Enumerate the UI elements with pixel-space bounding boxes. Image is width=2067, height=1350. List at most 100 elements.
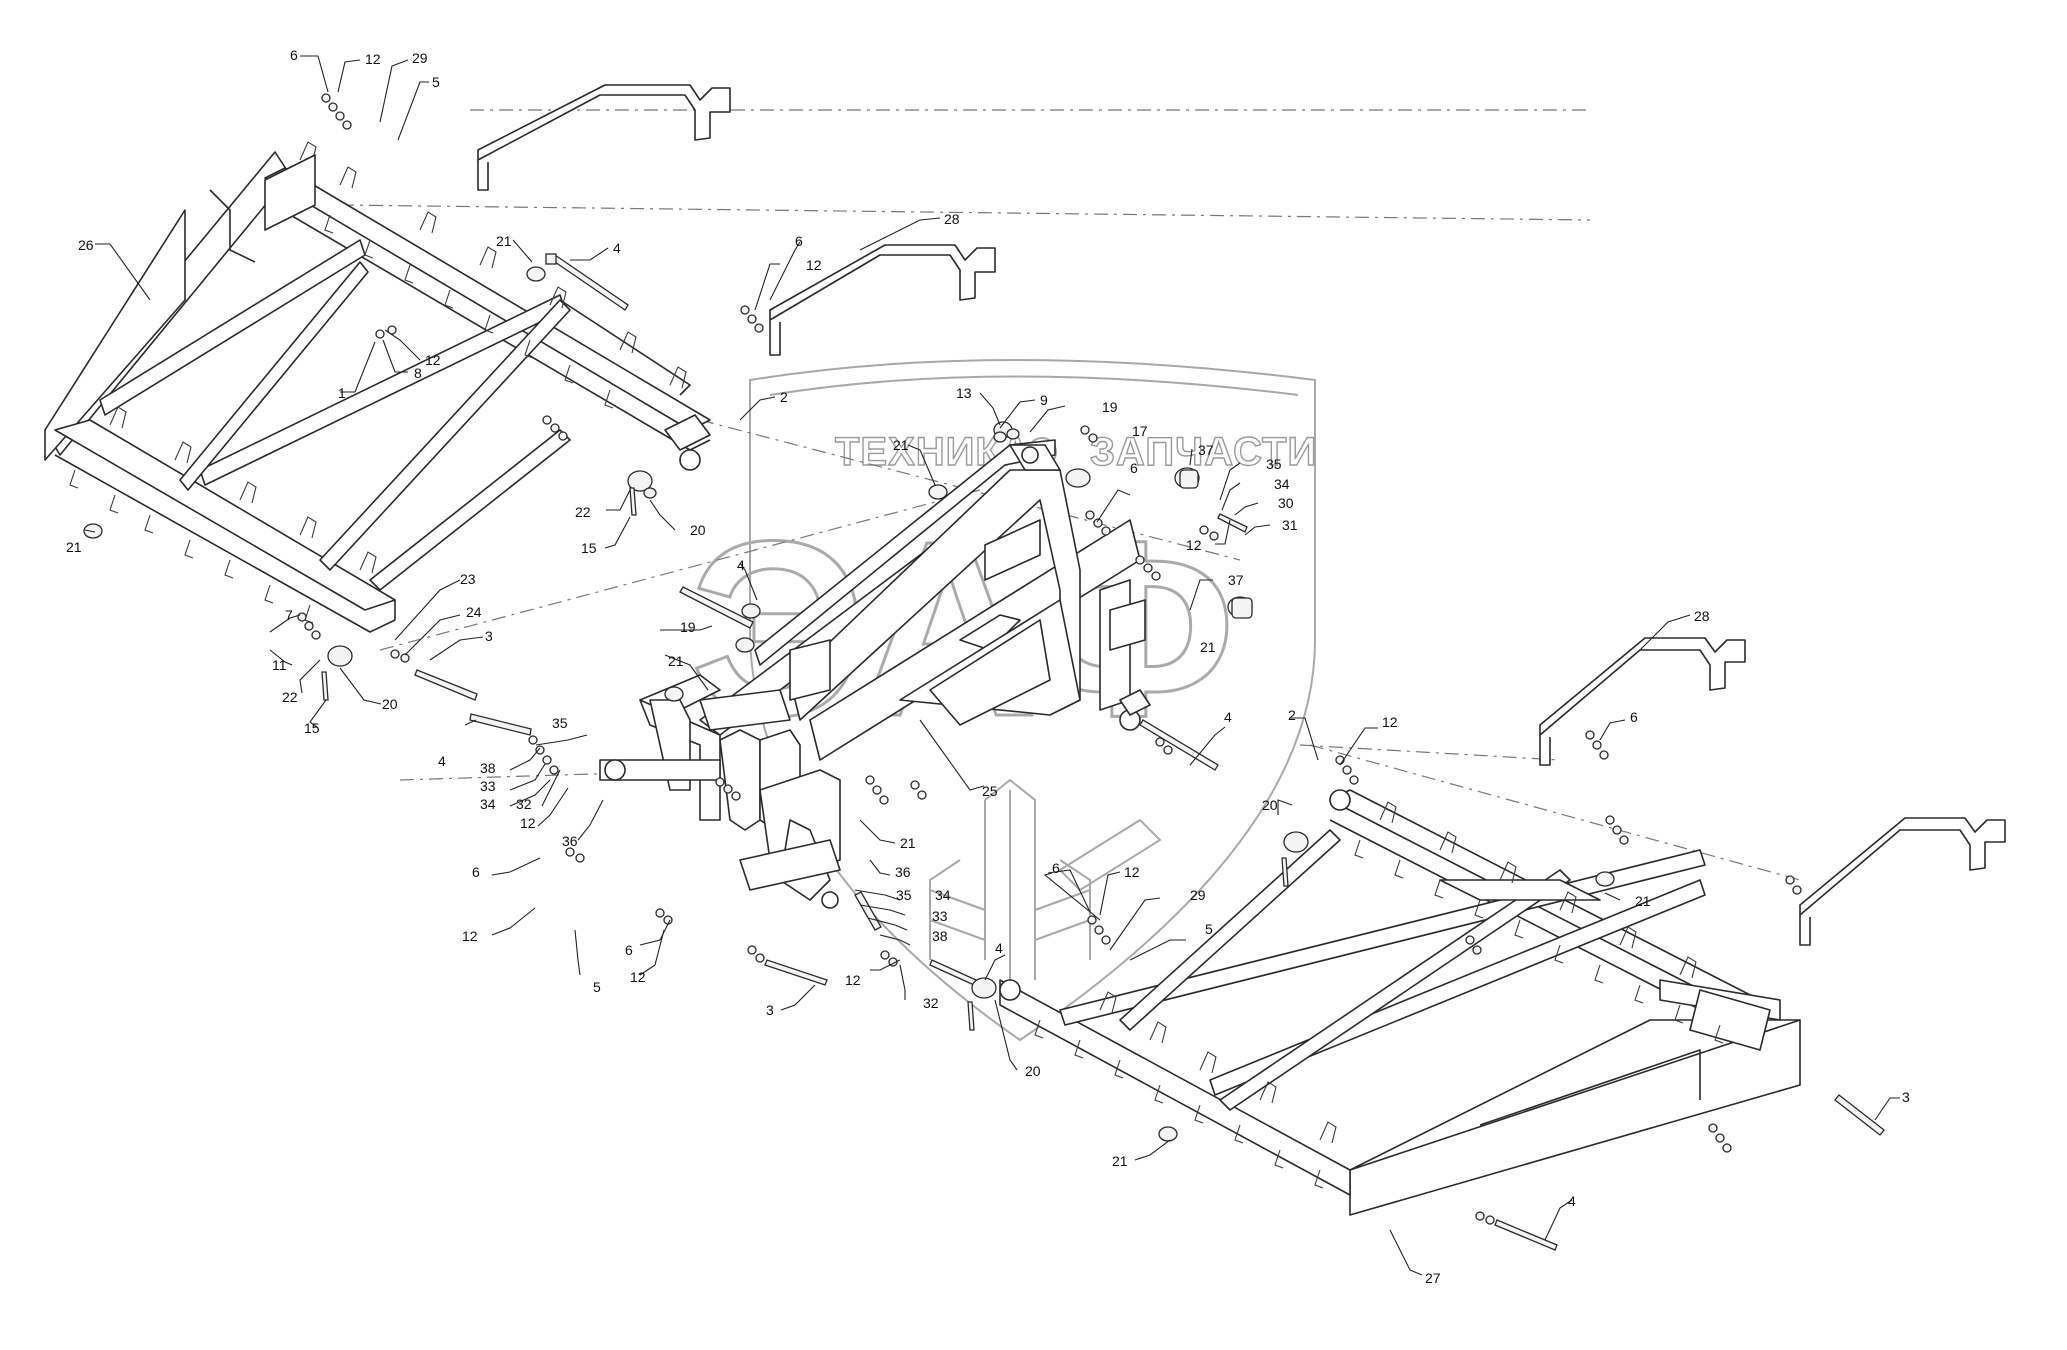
- callout-9: 9: [1040, 392, 1048, 408]
- callout-8: 8: [414, 365, 422, 381]
- callout-21: 21: [1112, 1153, 1128, 1169]
- left-frame-section: [44, 141, 711, 633]
- callout-21: 21: [900, 835, 916, 851]
- callout-21: 21: [1200, 639, 1216, 655]
- callout-31: 31: [1282, 517, 1298, 533]
- callout-35: 35: [552, 715, 568, 731]
- callout-12: 12: [630, 969, 646, 985]
- callout-11: 11: [272, 657, 287, 673]
- callout-32: 32: [516, 796, 532, 812]
- callout-20: 20: [1025, 1063, 1041, 1079]
- callout-33: 33: [932, 908, 948, 924]
- right-bracket-lower: [1799, 817, 2006, 946]
- callout-38: 38: [480, 760, 496, 776]
- callout-5: 5: [432, 74, 440, 90]
- callout-20: 20: [690, 522, 706, 538]
- callout-12: 12: [806, 257, 822, 273]
- hardware-parts: [83, 93, 1885, 1251]
- callout-15: 15: [304, 720, 320, 736]
- callout-21: 21: [668, 653, 684, 669]
- callout-12: 12: [462, 928, 478, 944]
- callout-4: 4: [1224, 709, 1232, 725]
- callout-12: 12: [365, 51, 381, 67]
- left-frame-tines: [69, 141, 687, 624]
- callout-27: 27: [1425, 1270, 1441, 1286]
- callout-3: 3: [766, 1002, 774, 1018]
- callout-30: 30: [1278, 495, 1294, 511]
- callout-20: 20: [1262, 797, 1278, 813]
- callout-4: 4: [613, 240, 621, 256]
- callout-6: 6: [472, 864, 480, 880]
- callout-19: 19: [1102, 399, 1118, 415]
- callout-6: 6: [1130, 460, 1138, 476]
- callout-12: 12: [425, 352, 441, 368]
- callout-23: 23: [460, 571, 476, 587]
- callout-20: 20: [382, 696, 398, 712]
- callout-37: 37: [1228, 572, 1244, 588]
- callout-3: 3: [485, 628, 493, 644]
- callout-28: 28: [1694, 608, 1710, 624]
- right-bracket-upper: [1539, 637, 1746, 766]
- callout-4: 4: [438, 753, 446, 769]
- watermark-right-word: ЗАПЧАСТИ: [1090, 430, 1317, 474]
- callout-15: 15: [581, 540, 597, 556]
- callout-38: 38: [932, 928, 948, 944]
- callout-labels: 6 12 29 5 26 21 4 6 12 28 12 1 8 2 13 9 …: [66, 47, 1910, 1286]
- callout-35: 35: [1266, 456, 1282, 472]
- callout-5: 5: [593, 979, 601, 995]
- watermark-wheat-icon: [929, 778, 1162, 990]
- callout-34: 34: [935, 887, 951, 903]
- left-frame-side-plate: [44, 209, 186, 461]
- leader-lines: [84, 55, 1900, 1276]
- callout-34: 34: [1274, 476, 1290, 492]
- center-hitch-frame: [599, 439, 1151, 909]
- callout-21: 21: [496, 233, 512, 249]
- callout-21: 21: [66, 539, 82, 555]
- top-bracket-upper: [477, 84, 731, 191]
- callout-4: 4: [995, 940, 1003, 956]
- callout-4: 4: [1568, 1193, 1576, 1209]
- callout-34: 34: [480, 796, 496, 812]
- callout-12: 12: [1186, 537, 1202, 553]
- right-frame-section: [999, 789, 1801, 1216]
- callout-7: 7: [285, 607, 293, 623]
- callout-36: 36: [562, 833, 578, 849]
- callout-35: 35: [896, 887, 912, 903]
- callout-12: 12: [1382, 714, 1398, 730]
- callout-5: 5: [1205, 921, 1213, 937]
- callout-21: 21: [893, 437, 909, 453]
- callout-12: 12: [520, 815, 536, 831]
- callout-29: 29: [412, 50, 428, 66]
- top-bracket-middle: [769, 244, 996, 356]
- callout-12: 12: [1124, 864, 1140, 880]
- callout-6: 6: [1630, 709, 1638, 725]
- left-frame-front-beam: [54, 419, 396, 611]
- right-frame-end-panel: [1349, 1019, 1801, 1216]
- callout-17: 17: [1132, 423, 1148, 439]
- callout-6: 6: [625, 942, 633, 958]
- callout-36: 36: [895, 864, 911, 880]
- callout-6: 6: [795, 233, 803, 249]
- callout-32: 32: [923, 995, 939, 1011]
- callout-28: 28: [944, 211, 960, 227]
- callout-12: 12: [845, 972, 861, 988]
- callout-6: 6: [290, 47, 298, 63]
- callout-22: 22: [575, 504, 591, 520]
- right-frame-tines: [1034, 801, 1724, 1189]
- right-frame-front-beam: [999, 979, 1351, 1196]
- callout-21: 21: [1635, 893, 1651, 909]
- callout-6: 6: [1052, 860, 1060, 876]
- callout-19: 19: [680, 619, 696, 635]
- callout-13: 13: [956, 385, 972, 401]
- callout-4: 4: [737, 557, 745, 573]
- callout-25: 25: [982, 783, 998, 799]
- callout-2: 2: [1288, 707, 1296, 723]
- callout-33: 33: [480, 778, 496, 794]
- callout-37: 37: [1198, 442, 1214, 458]
- callout-2: 2: [780, 389, 788, 405]
- callout-26: 26: [78, 237, 94, 253]
- callout-22: 22: [282, 689, 298, 705]
- callout-3: 3: [1902, 1089, 1910, 1105]
- callout-1: 1: [338, 385, 346, 401]
